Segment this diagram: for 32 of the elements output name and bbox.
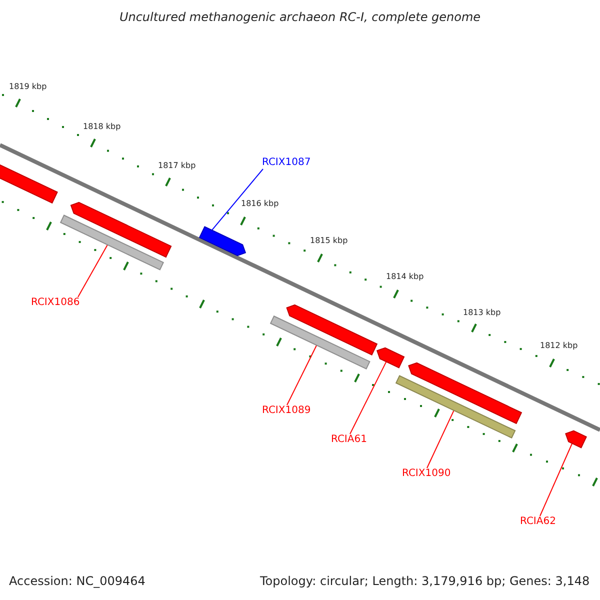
leader-line [350,361,387,434]
leader-line [286,344,318,406]
gene-label: RCIA61 [331,434,367,446]
scale-label: 1818 kbp [83,121,121,133]
scale-label: 1816 kbp [241,198,279,210]
title: Uncultured methanogenic archaeon RC-I, complete genome [118,11,482,23]
gene-feature [286,304,378,356]
leader-line [426,410,454,468]
gene-feature [408,362,522,424]
scale-label: 1814 kbp [386,271,424,283]
gene-feature [70,202,172,258]
scale-label: 1815 kbp [310,235,348,247]
gene-feature [198,226,246,256]
gene-bar [60,214,164,270]
leader-line [540,442,573,516]
scale-label: 1817 kbp [158,160,196,172]
gene-bar [270,315,370,370]
footer-note: Accession: NC_009464 [9,575,146,587]
scale-label: 1812 kbp [540,340,578,352]
footer-note: Topology: circular; Length: 3,179,916 bp; Genes: 3,148 [260,575,590,587]
gene-label: RCIX1086 [31,297,80,309]
gene-label: RCIX1087 [262,157,311,169]
gene-bar [395,375,516,439]
scale-label: 1819 kbp [9,81,47,93]
gene-label: RCIA62 [520,516,556,528]
leader-line [211,168,264,231]
gene-feature [565,430,587,448]
gene-label: RCIX1089 [262,405,311,417]
scale-label: 1813 kbp [463,307,501,319]
gene-feature [376,347,405,368]
gene-label: RCIX1090 [402,468,451,480]
leader-line [78,244,108,298]
